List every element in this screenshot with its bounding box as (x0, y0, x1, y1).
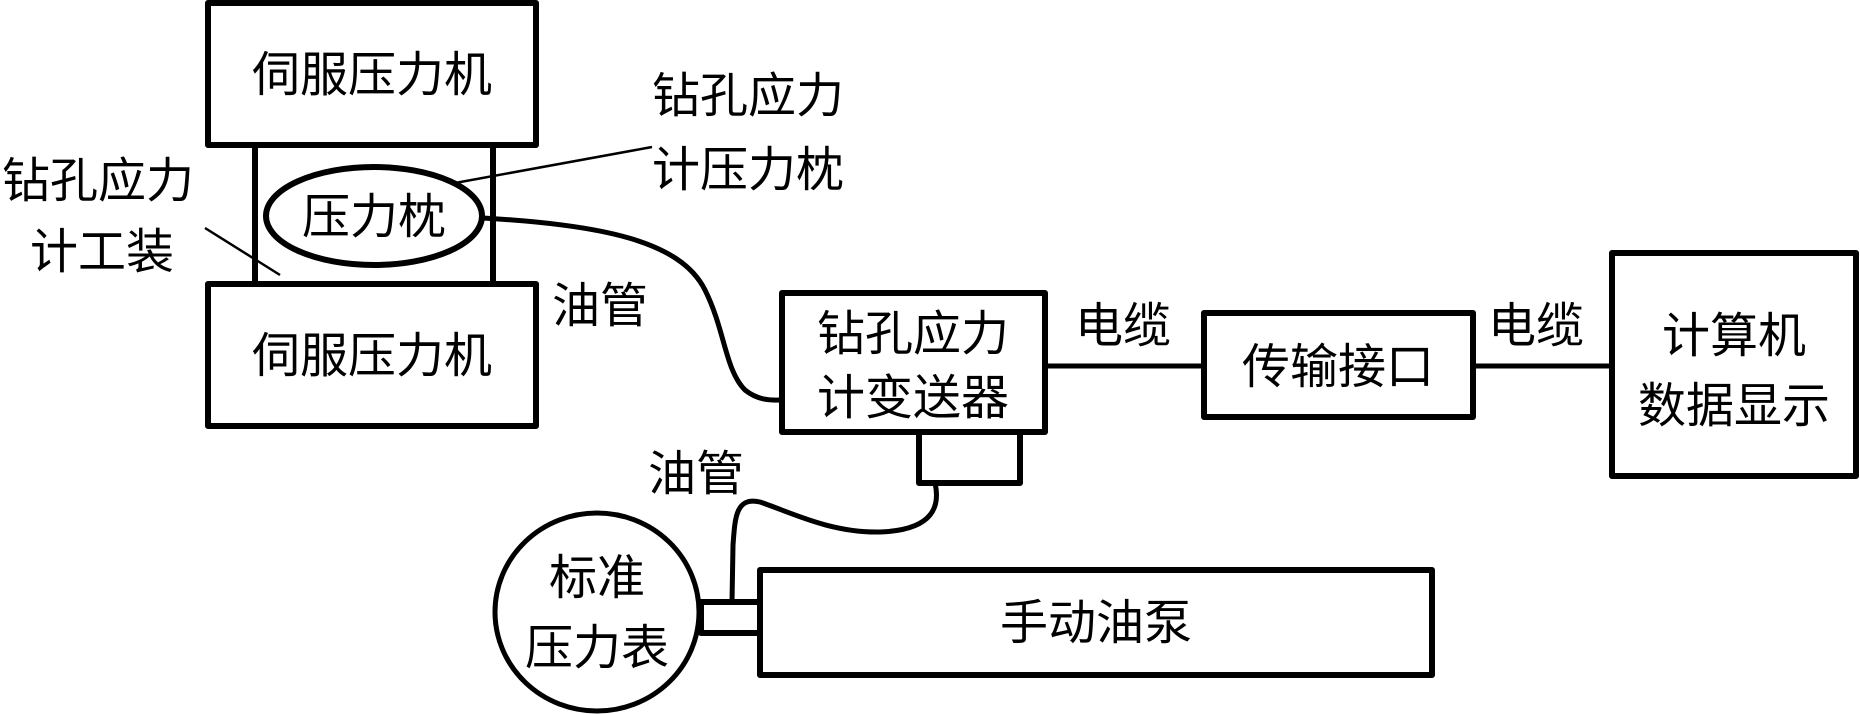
pressure-gauge-circle (492, 510, 702, 714)
computer: 计算机 数据显示 (1609, 250, 1859, 479)
interface: 传输接口 (1201, 310, 1476, 420)
pillow-callout-line2: 计压力枕 (652, 142, 844, 198)
transmitter-box (779, 290, 1048, 435)
pressure-gauge-line2: 压力表 (525, 620, 669, 676)
servo-press-top-label: 伺服压力机 (252, 47, 492, 103)
cable-1-label: 电缆 (1075, 298, 1171, 354)
pressure-gauge: 标准 压力表 (492, 510, 702, 714)
fixture-annotation: 钻孔应力 计工装 (2, 153, 281, 280)
oil-pipe-upper (480, 215, 785, 403)
computer-label-line2: 数据显示 (1638, 378, 1830, 434)
fixture-annotation-line2: 计工装 (30, 224, 174, 280)
gauge-pump-connector (698, 599, 763, 636)
servo-press-bottom-box (205, 281, 539, 429)
fixture-leader-line (204, 226, 281, 277)
servo-press-top-box (205, 0, 539, 148)
manual-pump-box (757, 567, 1435, 678)
manual-pump: 手动油泵 (757, 567, 1435, 678)
manual-pump-label: 手动油泵 (1000, 595, 1192, 651)
pillow-callout: 钻孔应力 计压力枕 (454, 68, 844, 198)
pressure-pillow: 压力枕 (263, 164, 485, 268)
oil-pipe-lower (729, 480, 939, 605)
transmitter-label-line2: 计变送器 (817, 370, 1009, 426)
fixture-annotation-line1: 钻孔应力 (2, 153, 194, 209)
computer-box (1609, 250, 1859, 479)
servo-press-top: 伺服压力机 (205, 0, 539, 148)
pillow-callout-leader (454, 145, 653, 185)
servo-press-bottom-label: 伺服压力机 (252, 328, 492, 384)
pressure-gauge-line1: 标准 (549, 550, 645, 606)
computer-label-line1: 计算机 (1662, 308, 1806, 364)
oil-pipe-upper-label: 油管 (552, 278, 648, 334)
pillow-callout-line1: 钻孔应力 (652, 68, 844, 124)
transmitter-label-line1: 钻孔应力 (817, 306, 1009, 362)
servo-press-bottom: 伺服压力机 (205, 281, 539, 429)
transmitter: 钻孔应力 计变送器 (779, 290, 1048, 486)
transmitter-port (916, 429, 1023, 486)
interface-label: 传输接口 (1242, 339, 1434, 395)
cable-2-label: 电缆 (1488, 298, 1584, 354)
pressure-pillow-label: 压力枕 (302, 189, 446, 245)
oil-pipe-lower-label: 油管 (648, 446, 744, 502)
